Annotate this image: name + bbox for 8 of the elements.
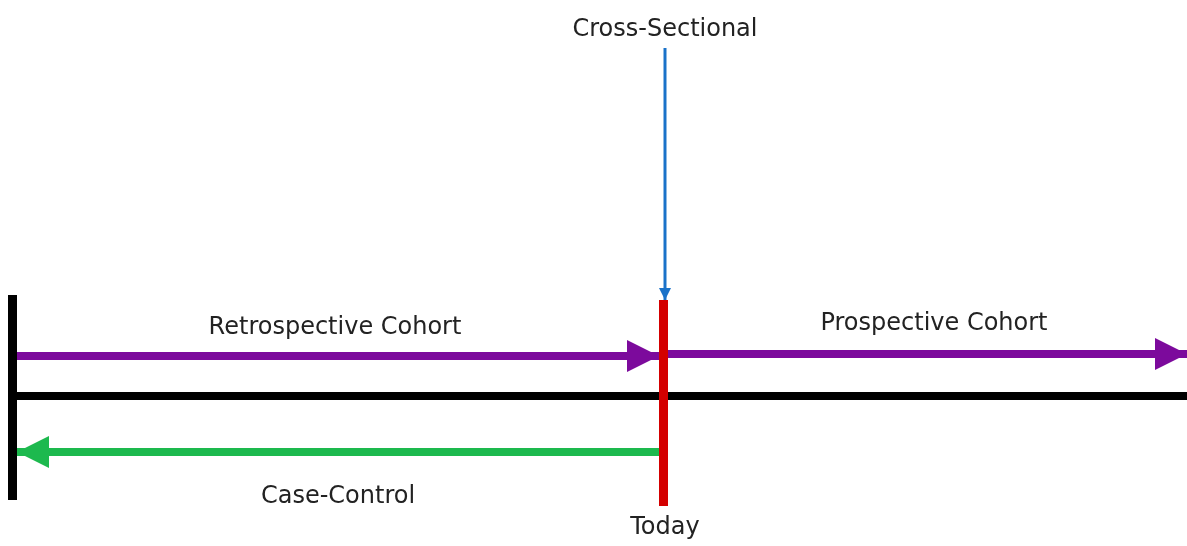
node-label: Cross-Sectional xyxy=(572,14,758,42)
arrow xyxy=(17,340,659,372)
time-label: Today xyxy=(629,512,701,540)
today-marker-bar xyxy=(659,300,668,506)
arrow xyxy=(668,338,1187,370)
arrow xyxy=(659,48,671,300)
arrow xyxy=(17,436,659,468)
timeline-start-bar xyxy=(8,295,17,500)
